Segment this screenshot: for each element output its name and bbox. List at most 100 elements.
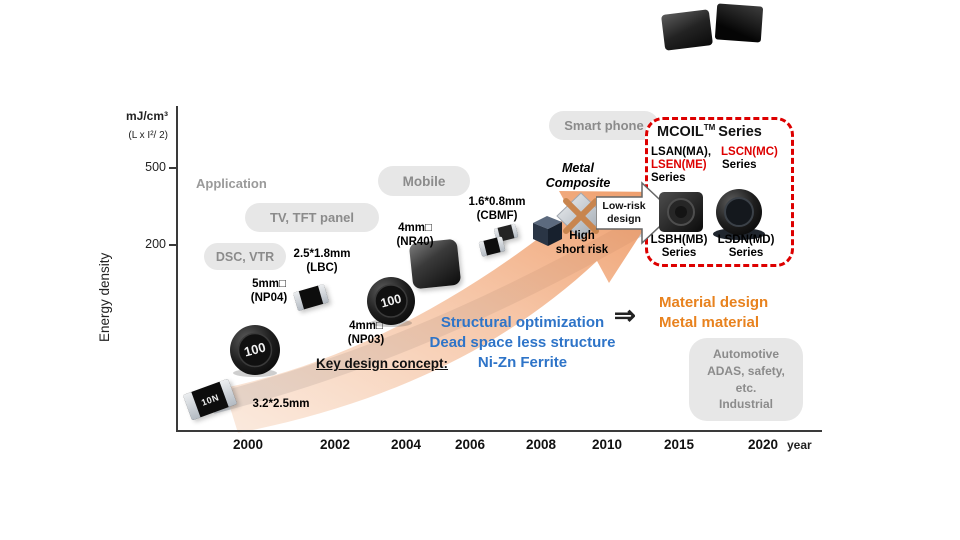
lsdn-line-2: Series	[728, 247, 764, 260]
product-image-3225: 10N	[182, 376, 242, 426]
chip-terminal	[219, 378, 238, 408]
x-axis-line	[176, 430, 822, 432]
metal-composite-label: Metal Composite	[540, 161, 616, 192]
y-tick-500-mark	[169, 167, 176, 169]
metal-composite-line-1: Metal	[562, 161, 594, 175]
chip-terminal	[182, 391, 201, 421]
np03-marking: 100	[379, 292, 403, 311]
product-np03-name: (NP03)	[347, 334, 385, 347]
product-image-np04: 100	[230, 325, 280, 377]
lsbh-line-2: Series	[661, 247, 697, 260]
mcoil-title-suffix: Series	[718, 123, 762, 140]
concept-nizn-ferrite: Ni-Zn Ferrite	[477, 354, 568, 371]
bubble-tv-tft-label: TV, TFT panel	[269, 210, 355, 225]
product-lbc-size: 2.5*1.8mm	[293, 248, 351, 260]
mcoil-lscn-series-label: Series	[722, 159, 757, 171]
product-label-np03: 4mm□ (NP03)	[337, 319, 395, 347]
bubble-dsc-vtr: DSC, VTR	[204, 243, 286, 270]
bubble-mobile: Mobile	[378, 166, 470, 196]
bubble-smart-phone-label: Smart phone	[564, 118, 644, 133]
concept-structural-optimization: Structural optimization	[440, 314, 605, 331]
product-image-metal-composite	[533, 216, 562, 246]
product-image-lsdn	[713, 189, 765, 240]
product-label-cbmf: 1.6*0.8mm (CBMF)	[462, 195, 532, 223]
year-tick-2015: 2015	[663, 437, 695, 452]
bubble-automotive: Automotive ADAS, safety, etc. Industrial	[689, 338, 803, 421]
product-cbmf-size: 1.6*0.8mm	[468, 196, 526, 208]
year-tick-2006: 2006	[454, 437, 486, 452]
y-axis-sub-unit: (L x I²/ 2)	[128, 130, 168, 141]
bubble-smart-phone: Smart phone	[549, 111, 659, 140]
low-risk-design-arrow	[596, 181, 674, 245]
bubble-mobile-label: Mobile	[402, 173, 446, 189]
automotive-line-4: Industrial	[718, 397, 773, 412]
mcoil-lsen-label: LSEN(ME)	[651, 159, 707, 171]
chip-terminal	[317, 283, 329, 304]
y-tick-200: 200	[145, 237, 166, 251]
bubble-dsc-vtr-label: DSC, VTR	[215, 249, 275, 264]
automotive-line-2: ADAS, safety,	[707, 363, 785, 378]
bubble-tv-tft-panel: TV, TFT panel	[245, 203, 379, 232]
mcoil-lsan-label: LSAN(MA),	[651, 146, 712, 158]
y-axis-unit: mJ/cm³	[125, 109, 168, 123]
product-image-np03: 100	[367, 277, 415, 327]
year-tick-2000: 2000	[232, 437, 264, 452]
y-tick-200-mark	[169, 244, 176, 246]
mcoil-trademark: TM	[703, 123, 716, 132]
high-short-risk-line-2: short risk	[555, 244, 609, 257]
year-tick-2004: 2004	[390, 437, 422, 452]
product-label-3225: 3.2*2.5mm	[246, 397, 316, 411]
mcoil-title-text: MCOIL	[657, 123, 704, 140]
product-label-np04: 5mm□ (NP04)	[240, 277, 298, 305]
year-axis-label: year	[787, 438, 812, 452]
year-tick-2010: 2010	[591, 437, 623, 452]
chip-terminal	[511, 223, 519, 239]
year-tick-2008: 2008	[525, 437, 557, 452]
concept-dead-space: Dead space less structure	[429, 334, 616, 351]
np04-marking: 100	[242, 339, 267, 359]
growth-arrow	[224, 191, 668, 433]
y-tick-500: 500	[145, 160, 166, 174]
mcoil-lsbh-label: LSBH(MB) Series	[648, 234, 710, 260]
product-nr40-size: 4mm□	[398, 222, 432, 234]
lsdn-line-1: LSDN(MD)	[717, 234, 775, 246]
year-tick-2002: 2002	[319, 437, 351, 452]
product-3225-size: 3.2*2.5mm	[252, 398, 310, 410]
metal-material-label: Metal material	[659, 314, 760, 331]
key-design-concept-heading: Key design concept:	[316, 356, 449, 371]
mcoil-lscn-label: LSCN(MC)	[721, 146, 778, 158]
metal-composite-line-2: Composite	[545, 176, 611, 191]
product-lbc-name: (LBC)	[306, 262, 338, 275]
product-cbmf-name: (CBMF)	[476, 210, 518, 223]
product-nr40-name: (NR40)	[396, 236, 434, 249]
lsbh-line-1: LSBH(MB)	[650, 234, 708, 246]
y-axis-title: Energy density	[97, 252, 112, 342]
high-short-risk-line-1: High	[569, 230, 595, 242]
implies-arrow: ⇒	[614, 300, 636, 330]
low-risk-design-label: Low-risk design	[598, 200, 650, 226]
material-design-label: Material design	[659, 294, 769, 311]
application-label: Application	[196, 176, 267, 191]
product-label-nr40: 4mm□ (NR40)	[386, 221, 444, 249]
product-np04-name: (NP04)	[250, 292, 288, 305]
product-np03-size: 4mm□	[349, 320, 383, 332]
product-image-top-left	[660, 9, 714, 51]
automotive-line-1: Automotive	[713, 346, 779, 361]
year-tick-2020: 2020	[747, 437, 779, 452]
low-risk-line-1: Low-risk	[602, 200, 646, 212]
automotive-line-3: etc.	[735, 380, 757, 395]
chip-3225-marking: 10N	[199, 391, 221, 408]
product-image-cbmf	[478, 223, 524, 260]
y-axis-line	[176, 106, 178, 432]
mcoil-lsdn-label: LSDN(MD) Series	[714, 234, 778, 260]
high-short-risk-label: High short risk	[548, 229, 616, 257]
product-image-top-right	[714, 3, 764, 43]
product-np04-size: 5mm□	[252, 278, 286, 290]
product-image-lsbh	[659, 192, 703, 232]
chip-terminal	[478, 240, 488, 257]
product-image-lbc	[293, 282, 335, 314]
mcoil-lsen-series-label: Series	[651, 172, 686, 184]
